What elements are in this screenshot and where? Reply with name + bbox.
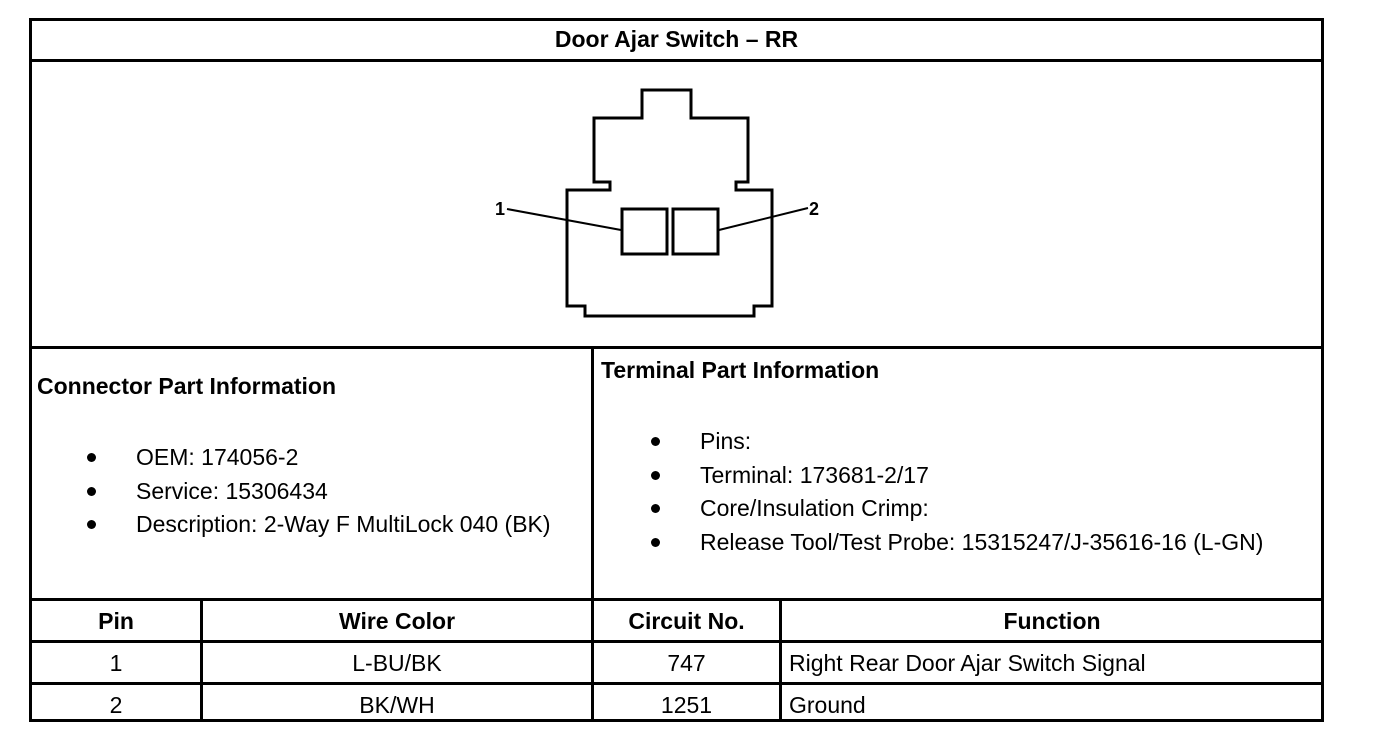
bullet-icon <box>87 486 96 496</box>
table-header-wire-color: Wire Color <box>338 608 456 634</box>
pin-2-label: 2 <box>809 199 819 219</box>
connector-housing-outline <box>565 88 774 318</box>
divider-info-columns <box>591 346 594 722</box>
cell-function: Right Rear Door Ajar Switch Signal <box>789 650 1146 676</box>
pin-cavity-2 <box>671 207 720 256</box>
table-header-circuit: Circuit No. <box>628 608 745 634</box>
divider-info <box>29 598 1324 601</box>
divider-title <box>29 59 1324 62</box>
connector-face-diagram: 1 2 <box>495 88 819 318</box>
cell-pin: 1 <box>109 650 123 676</box>
pin-cavity-1 <box>620 207 669 256</box>
bullet-icon <box>651 504 660 513</box>
bullet-icon <box>651 537 660 547</box>
page-title: Door Ajar Switch – RR <box>554 26 799 52</box>
cell-circuit: 1251 <box>660 692 713 718</box>
table-header-pin: Pin <box>98 608 134 634</box>
table-header-function: Function <box>1003 608 1101 634</box>
cell-function: Ground <box>789 692 866 718</box>
divider-col-pin <box>200 598 203 722</box>
bullet-icon <box>87 520 96 529</box>
cell-pin: 2 <box>109 692 123 718</box>
bullet-icon <box>651 470 660 480</box>
pin-1-label: 1 <box>495 199 505 219</box>
cell-circuit: 747 <box>667 650 706 676</box>
connector-sheet-frame <box>29 18 1324 722</box>
connector-info-heading: Connector Part Information <box>37 373 337 399</box>
cell-wire-color: L-BU/BK <box>352 650 442 676</box>
terminal-info-heading: Terminal Part Information <box>601 357 880 383</box>
divider-table-row <box>29 682 1324 685</box>
divider-col-circuit <box>779 598 782 722</box>
pin-2-leader <box>718 207 809 231</box>
divider-table-header <box>29 640 1324 643</box>
cell-wire-color: BK/WH <box>359 692 435 718</box>
pin-1-leader <box>506 208 622 231</box>
bullet-icon <box>87 453 96 462</box>
divider-diagram <box>29 346 1324 349</box>
bullet-icon <box>651 437 660 446</box>
